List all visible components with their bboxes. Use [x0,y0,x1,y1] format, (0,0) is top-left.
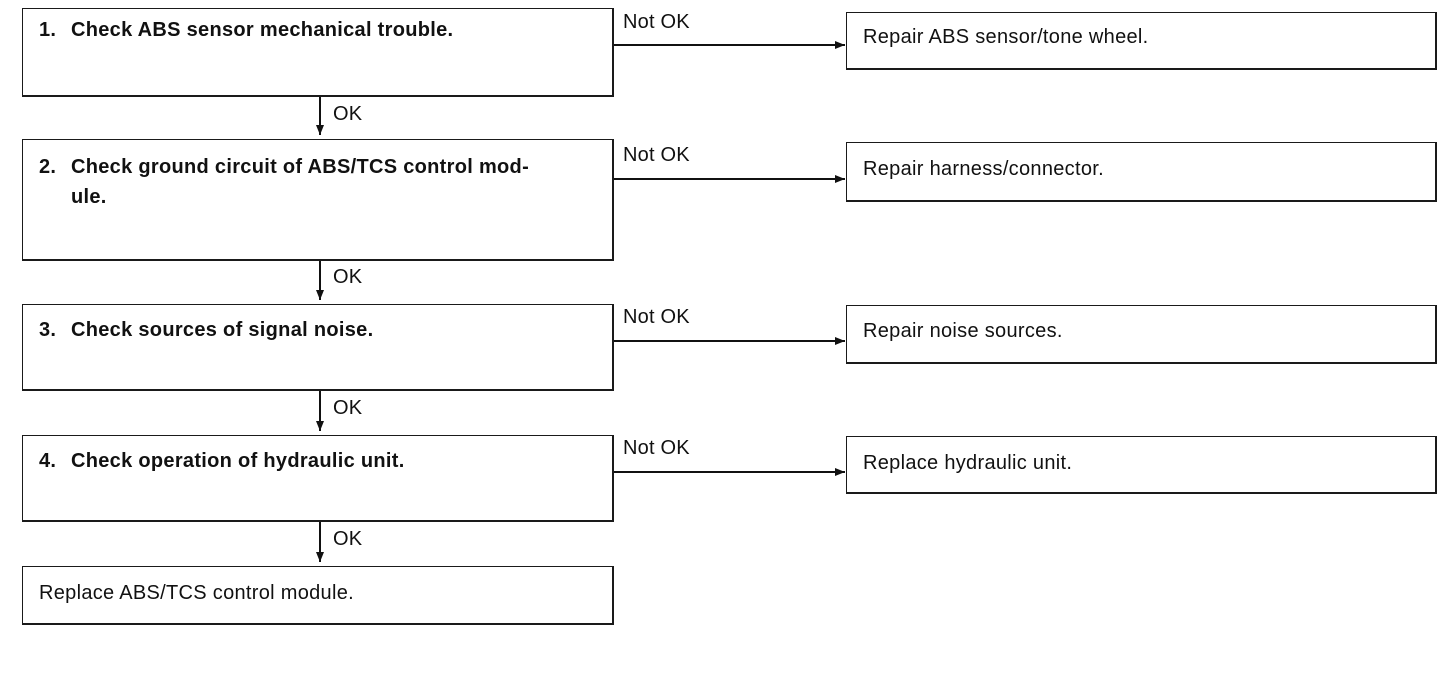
ok-label-2: OK [333,266,363,288]
not-ok-label-1: Not OK [623,11,690,33]
repair-box-1: Repair ABS sensor/tone wheel. [846,12,1437,70]
final-action-box: Replace ABS/TCS control module. [22,566,614,625]
step-1-box: 1.Check ABS sensor mechanical trouble. [22,8,614,97]
final-action-text: Replace ABS/TCS control module. [39,582,355,604]
repair-text-4: Replace hydraulic unit. [863,452,1073,474]
not-ok-label-3: Not OK [623,306,690,328]
repair-box-4: Replace hydraulic unit. [846,436,1437,494]
repair-text-1: Repair ABS sensor/tone wheel. [863,26,1149,48]
repair-box-2: Repair harness/connector. [846,142,1437,202]
step-4-text: 4.Check operation of hydraulic unit. [39,450,405,472]
ok-label-4: OK [333,528,363,550]
not-ok-label-2: Not OK [623,144,690,166]
repair-text-3: Repair noise sources. [863,320,1063,342]
repair-text-2: Repair harness/connector. [863,158,1104,180]
ok-label-3: OK [333,397,363,419]
step-4-box: 4.Check operation of hydraulic unit. [22,435,614,522]
step-1-text: 1.Check ABS sensor mechanical trouble. [39,19,454,41]
step-2-text: 2.Check ground circuit of ABS/TCS contro… [39,156,530,208]
not-ok-label-4: Not OK [623,437,690,459]
step-3-box: 3.Check sources of signal noise. [22,304,614,391]
step-2-box: 2.Check ground circuit of ABS/TCS contro… [22,139,614,261]
step-3-text: 3.Check sources of signal noise. [39,319,374,341]
ok-label-1: OK [333,103,363,125]
repair-box-3: Repair noise sources. [846,305,1437,364]
